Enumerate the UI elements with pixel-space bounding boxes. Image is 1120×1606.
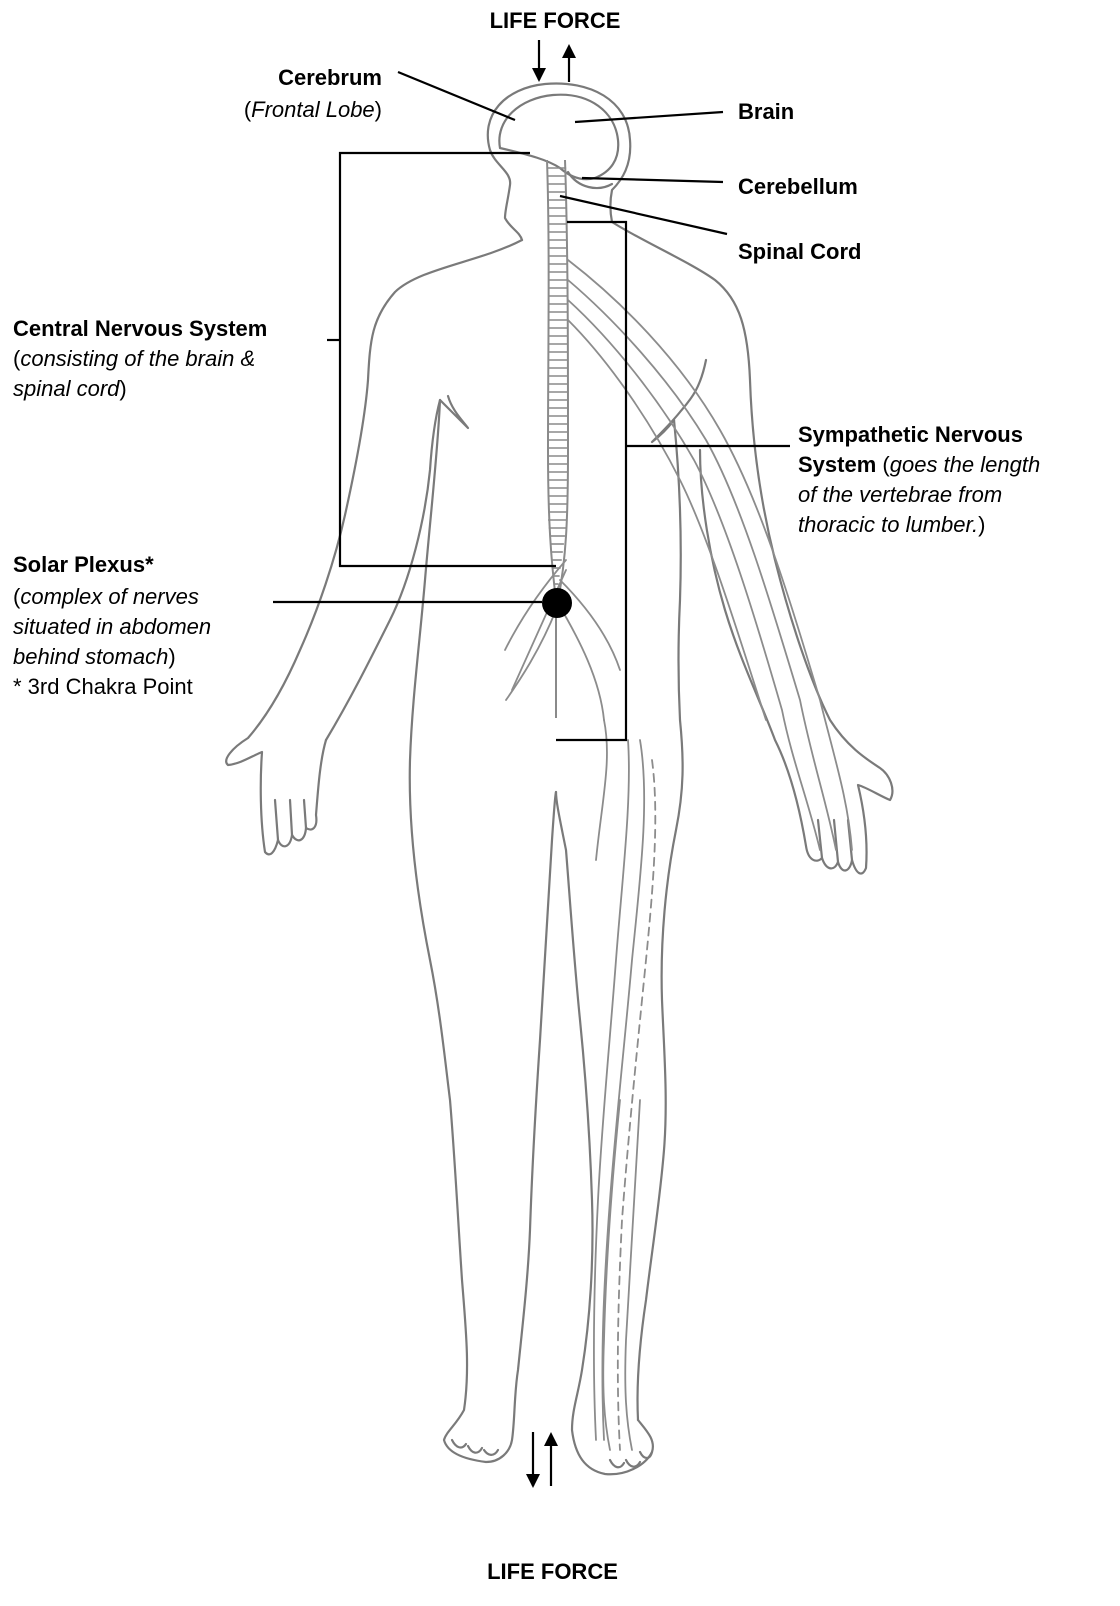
left-side-outline — [226, 240, 522, 854]
sns-sub-line1: goes the length — [890, 452, 1040, 477]
cerebellum-leader — [582, 178, 723, 182]
sns-sub-line3: thoracic to lumber. — [798, 512, 978, 537]
sns-title-line1: Sympathetic Nervous — [798, 420, 1023, 449]
cerebrum-title: Cerebrum — [200, 63, 382, 92]
solar-plexus-dot — [542, 588, 572, 618]
left-hand-fingers — [275, 800, 306, 840]
solar-text3: behind stomach — [13, 644, 168, 669]
sns-line2: System (goes the length — [798, 450, 1040, 479]
cns-desc-text1: consisting of the brain & — [20, 346, 255, 371]
sns-sub-line2: of the vertebrae from — [798, 480, 1002, 509]
cerebellum-label: Cerebellum — [738, 172, 858, 201]
brain-label: Brain — [738, 97, 794, 126]
face-outline — [490, 150, 522, 240]
spinal-column — [547, 160, 568, 718]
life-force-top-label: LIFE FORCE — [460, 6, 650, 35]
brain-leader — [575, 112, 723, 122]
sns-close: ) — [978, 512, 985, 537]
left-inner-arm — [326, 396, 468, 740]
solar-plexus-line1: (complex of nerves — [13, 582, 199, 611]
solar-plexus-title: Solar Plexus* — [13, 550, 154, 579]
brain-inner-outline — [499, 95, 618, 179]
left-leg-outline — [410, 400, 556, 1462]
cerebrum-subtitle: (Frontal Lobe) — [150, 95, 382, 124]
spinal-cord-label: Spinal Cord — [738, 237, 861, 266]
cerebrum-frontal-lobe: Frontal Lobe — [251, 97, 375, 122]
solar-text1: complex of nerves — [20, 584, 199, 609]
life-force-bottom-label: LIFE FORCE — [455, 1557, 650, 1586]
cns-bracket — [327, 153, 556, 566]
cerebrum-close: ) — [375, 97, 382, 122]
life-force-bottom-arrows — [526, 1432, 558, 1488]
sns-title-line2: System — [798, 452, 876, 477]
sns-paren-open: ( — [876, 452, 889, 477]
cns-desc-line1: (consisting of the brain & — [13, 344, 255, 373]
solar-plexus-note: * 3rd Chakra Point — [13, 672, 193, 701]
solar-plexus-line2: situated in abdomen — [13, 612, 211, 641]
cns-desc-line2: spinal cord) — [13, 374, 127, 403]
solar-close: ) — [168, 644, 175, 669]
cns-title: Central Nervous System — [13, 314, 267, 343]
spinal-cord-leader — [560, 196, 727, 234]
left-foot-toes — [452, 1440, 498, 1455]
right-leg-outer — [637, 420, 682, 1420]
sns-line4: thoracic to lumber.) — [798, 510, 985, 539]
cns-close: ) — [119, 376, 126, 401]
cns-desc-text2: spinal cord — [13, 376, 119, 401]
body-outline — [226, 83, 892, 1474]
solar-plexus-line3: behind stomach) — [13, 642, 176, 671]
cerebrum-leader — [398, 72, 515, 120]
life-force-top-arrows — [532, 40, 576, 82]
